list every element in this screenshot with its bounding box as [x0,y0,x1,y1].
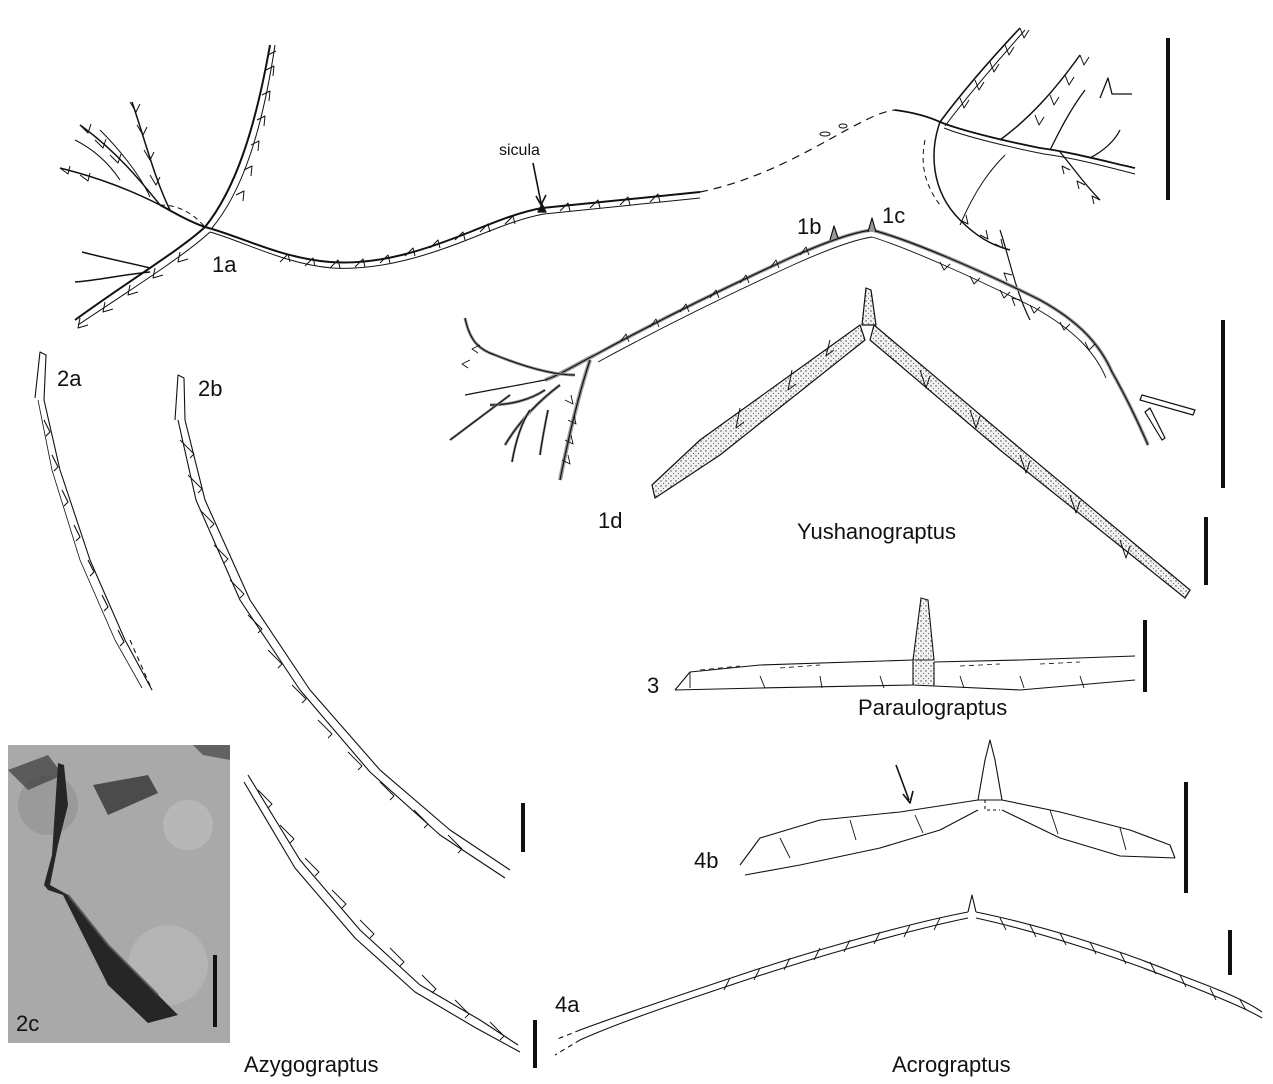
specimen-1a-drawing [59,27,1136,329]
figure-label-1a: 1a [212,252,237,277]
figure-label-1d: 1d [598,508,623,533]
figure-label-1b: 1b [797,214,822,239]
specimen-2a-drawing [34,351,153,691]
genus-label-acrograptus: Acrograptus [892,1052,1011,1077]
genus-label-azygograptus: Azygograptus [244,1052,379,1077]
specimen-3-drawing [674,597,1136,691]
specimen-4a-drawing [554,894,1263,1056]
specimen-2-lower-drawing [243,774,521,1053]
figure-label-2b: 2b [198,376,223,401]
figure-label-2a: 2a [57,366,82,391]
specimen-4b-drawing [739,739,1176,876]
specimen-1d-drawing [651,287,1191,599]
specimen-1b-1c-drawing [449,217,1196,481]
genus-label-yushanograptus: Yushanograptus [797,519,957,544]
figure-label-3: 3 [647,673,660,698]
photo-2c-fossil [8,745,230,1043]
specimen-2b-drawing [174,374,511,879]
figure-label-4a: 4a [555,992,580,1017]
figure-label-2c: 2c [16,1011,40,1036]
figure-label-1c: 1c [882,203,906,228]
photo-2c: 2c [8,745,230,1043]
sicula-label: sicula [499,142,540,159]
figure-label-4b: 4b [694,848,719,873]
genus-label-paraulograptus: Paraulograptus [858,695,1008,720]
scale-bar-2c [213,955,217,1027]
